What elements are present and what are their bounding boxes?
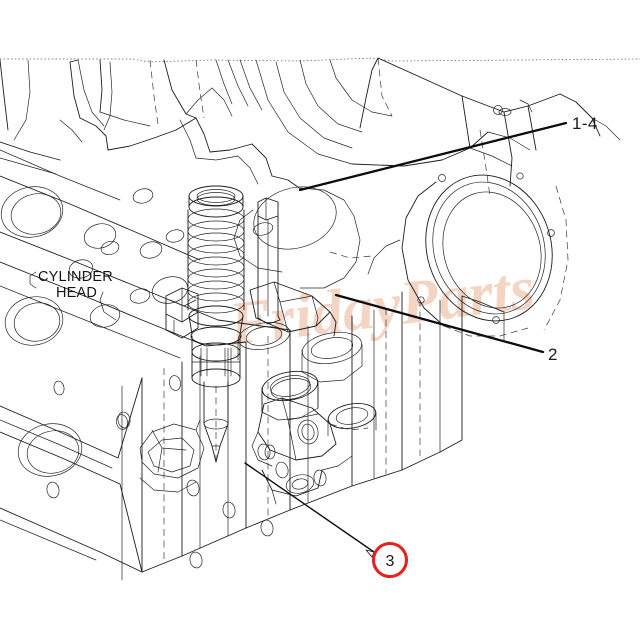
callout-1-4-label: 1-4 — [572, 114, 598, 133]
fuel-rail-boss — [251, 370, 377, 505]
leader-3 — [244, 462, 375, 553]
leader-1-4 — [298, 121, 568, 192]
callout-2-label: 2 — [548, 345, 558, 364]
injector-clamp — [165, 197, 337, 339]
block-right-face — [121, 291, 505, 581]
part-label-cylinder-head: CYLINDER HEAD — [38, 269, 113, 301]
leader-2 — [334, 293, 545, 354]
cylinder-head-leader — [29, 271, 117, 321]
top-break-line — [0, 57, 640, 63]
balloon-3-label: 3 — [386, 553, 395, 570]
cylinder-head-label-line2: HEAD — [56, 285, 97, 301]
fuel-injector — [187, 185, 245, 463]
balloon-3-ring — [371, 541, 409, 579]
callout-1-4[interactable]: 1-4 — [572, 114, 598, 133]
gear-housing-upper — [255, 57, 621, 197]
cylinder-head-deck — [0, 149, 327, 573]
balloon-3[interactable]: 3 — [371, 541, 409, 579]
gear-housing-flange — [233, 172, 569, 337]
cylinder-head-label-line1: CYLINDER — [38, 269, 113, 285]
head-upper-structures — [0, 59, 303, 191]
block-top-bosses — [237, 322, 363, 383]
callout-2[interactable]: 2 — [548, 345, 558, 364]
